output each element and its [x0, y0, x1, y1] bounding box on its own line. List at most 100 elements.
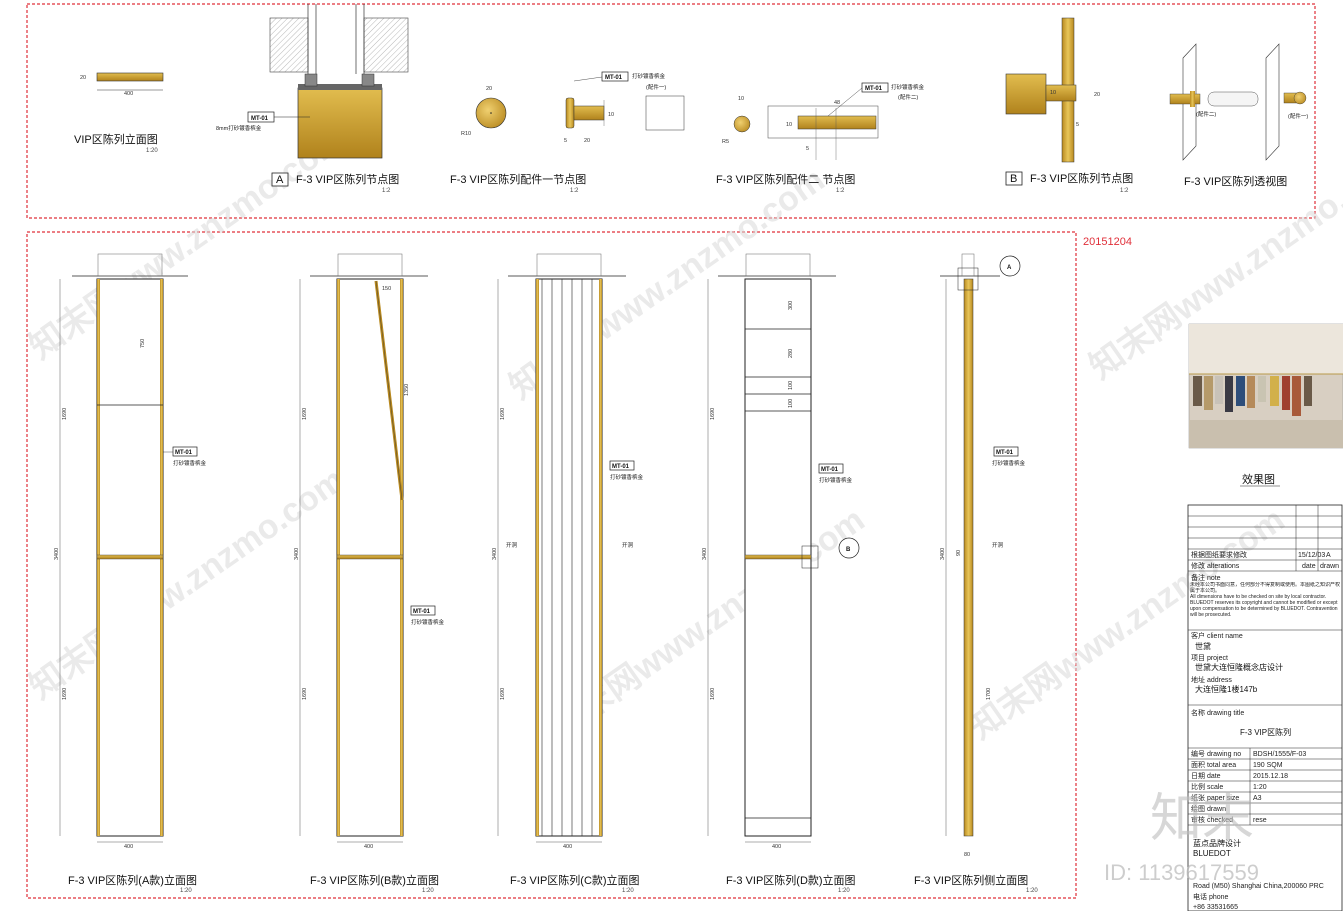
- dim-half: 1690: [302, 688, 308, 700]
- part2-detail: 10 R5 MT-01 打砂镀香槟金 (配件二) 48 10 5 F-3 VIP…: [716, 82, 925, 194]
- dim-slot: 90: [956, 550, 962, 556]
- elevation-scale-d: 1:20: [838, 888, 850, 894]
- dim-width: 400: [124, 91, 133, 97]
- vertical-slats: [541, 279, 593, 836]
- part1-detail: 20 R10 MT-01 打砂镀香槟金 (配件一) 20 5 10 F-3 VI…: [450, 71, 685, 194]
- field-value: BDSH/1555/F-03: [1253, 751, 1306, 758]
- watermark-group: 知末网www.znzmo.com 知末网www.znzmo.com 知末网www…: [23, 121, 1343, 747]
- company-address: Road (M50) Shanghai China,200060 PRC: [1193, 883, 1324, 890]
- dim-half: 1690: [62, 408, 68, 420]
- material-tag: MT-01: [175, 450, 193, 456]
- slot-note: 开洞: [506, 541, 518, 549]
- dim-p1-d: 20: [486, 86, 492, 92]
- dim-half: 1690: [500, 688, 506, 700]
- elevation-title-side: F-3 VIP区陈列侧立面图: [914, 873, 1028, 887]
- elevation-a: 3400 1690 1690 750 400 MT-01 打砂镀香槟金 F-3 …: [54, 253, 207, 894]
- dim-d1: 300: [788, 301, 794, 310]
- marker-b: B: [846, 547, 851, 553]
- dim-half: 1690: [710, 688, 716, 700]
- revision-drawn: A: [1326, 552, 1331, 559]
- slot-note: 开洞: [622, 541, 634, 549]
- phone-label: 电话 phone: [1193, 892, 1229, 901]
- field-value: A3: [1253, 795, 1262, 802]
- elevation-title-c: F-3 VIP区陈列(C款)立面图: [510, 873, 640, 887]
- field-value: 190 SQM: [1253, 762, 1283, 769]
- phone-value: +86 33531665: [1193, 904, 1238, 911]
- marker-a-label: A: [276, 174, 284, 186]
- dim-half: 1690: [302, 408, 308, 420]
- material-tag: MT-01: [251, 116, 269, 122]
- project-value: 世黛大连恒隆概念店设计: [1195, 662, 1283, 672]
- elevation-scale-b: 1:20: [422, 888, 434, 894]
- elevation-title-d: F-3 VIP区陈列(D款)立面图: [726, 873, 856, 887]
- revision-date: 15/12/03: [1298, 552, 1325, 559]
- part1-scale: 1:2: [570, 188, 579, 194]
- perspective-detail: (配件二) (配件一) F-3 VIP区陈列透视图: [1169, 43, 1308, 188]
- render-image: 效果图: [1188, 323, 1343, 487]
- drawing-title-value: F-3 VIP区陈列: [1240, 727, 1291, 737]
- render-caption: 效果图: [1242, 472, 1275, 486]
- date-label: date: [1302, 563, 1316, 570]
- dim-p1-h: 10: [608, 112, 614, 118]
- client-value: 世黛: [1195, 641, 1211, 651]
- part2-scale: 1:2: [836, 188, 845, 194]
- material-note: 打砂镀香槟金: [411, 618, 445, 626]
- material-note-8mm: 8mm打砂镀香槟金: [216, 124, 262, 132]
- field-value: 2015.12.18: [1253, 773, 1288, 780]
- material-tag: MT-01: [996, 450, 1014, 456]
- material-note: 打砂镀香槟金: [632, 72, 666, 80]
- dim-p2-d: 10: [738, 96, 744, 102]
- address-label: 地址 address: [1191, 675, 1232, 684]
- dim-width: 400: [364, 844, 373, 850]
- dim-half: 1690: [500, 408, 506, 420]
- elevation-d: B 3400 1690 1690 300 280 100 100 400 MT-…: [702, 253, 860, 894]
- dim-thickness: 20: [80, 75, 86, 81]
- dim-side-low: 1700: [986, 688, 992, 700]
- address-value: 大连恒隆1楼147b: [1195, 684, 1258, 694]
- dim-p2-len: 48: [834, 100, 840, 106]
- revision-cloud-bottom: [26, 231, 1077, 899]
- part1-title: F-3 VIP区陈列配件一节点图: [450, 172, 586, 186]
- field-value: 1:20: [1253, 784, 1267, 791]
- elevation-side: A 3400 90 1700 80 MT-01 打砂镀香槟金 开洞 F-3 VI…: [914, 253, 1038, 894]
- elevation-b: 3400 1690 1690 1350 150 400 MT-01 打砂镀香槟金…: [294, 253, 445, 894]
- dim-nb-h: 20: [1094, 92, 1100, 98]
- node-a-scale: 1:2: [382, 188, 391, 194]
- material-tag: MT-01: [612, 464, 630, 470]
- elevation-scale-side: 1:20: [1026, 888, 1038, 894]
- company-en: BLUEDOT: [1193, 849, 1231, 858]
- dim-total: 3400: [294, 548, 300, 560]
- dim-total: 3400: [940, 548, 946, 560]
- vip-elev-scale: 1:20: [146, 148, 158, 154]
- material-note: 打砂镀香槟金: [891, 83, 925, 91]
- alterations-label: 修改 alterations: [1191, 561, 1240, 570]
- vip-elevation-detail: 400 20 VIP区陈列立面图 1:20: [74, 72, 164, 154]
- watermark-logo: 知末: [1150, 790, 1254, 848]
- dim-d2: 280: [788, 349, 794, 358]
- dim-total: 3400: [702, 548, 708, 560]
- field-label: 比例 scale: [1191, 782, 1223, 791]
- part2-title: F-3 VIP区陈列配件二 节点图: [716, 172, 855, 186]
- note-label: 备注 note: [1191, 573, 1221, 582]
- dim-p1-len: 20: [584, 138, 590, 144]
- marker-b-label: B: [1010, 173, 1017, 185]
- watermark-id: ID: 1139617559: [1104, 860, 1259, 885]
- perspective-title: F-3 VIP区陈列透视图: [1184, 174, 1287, 188]
- dim-total: 3400: [54, 548, 60, 560]
- client-label: 客户 client name: [1191, 631, 1243, 640]
- material-tag: MT-01: [605, 75, 623, 81]
- note-en: All dimensions have to be checked on sit…: [1190, 594, 1338, 618]
- node-a-title: F-3 VIP区陈列节点图: [296, 172, 399, 186]
- dim-width: 400: [772, 844, 781, 850]
- dim-d3: 100: [788, 381, 794, 390]
- elevation-scale-a: 1:20: [180, 888, 192, 894]
- dim-total: 3400: [492, 548, 498, 560]
- field-label: 面积 total area: [1191, 760, 1236, 769]
- slot-note: 开洞: [992, 541, 1004, 549]
- material-tag: MT-01: [413, 609, 431, 615]
- part2-note: (配件二): [1196, 110, 1216, 118]
- field-label: 绘图 drawn: [1191, 804, 1226, 813]
- dim-nb-w: 10: [1050, 90, 1056, 96]
- node-b-title: F-3 VIP区陈列节点图: [1030, 171, 1133, 185]
